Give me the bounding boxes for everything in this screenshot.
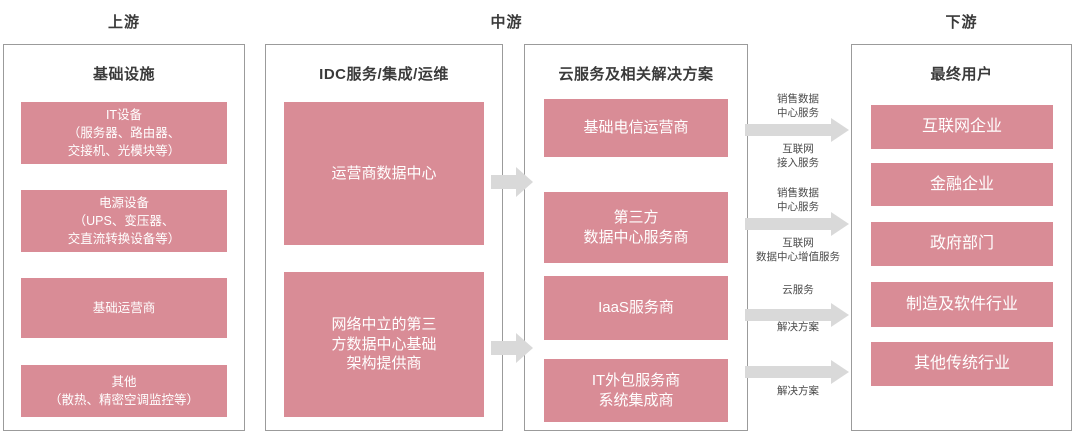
item-operator-datacenter[interactable]: 运营商数据中心 [284, 102, 484, 245]
arrow-label-cloud-service: 云服务 [782, 284, 814, 296]
column-heading-end-users: 最终用户 [930, 66, 993, 83]
column-heading-infrastructure: 基础设施 [92, 66, 155, 83]
flow-arrow-cloud-to-users-2 [745, 212, 849, 236]
item-manufacturing-software-industry[interactable]: 制造及软件行业 [871, 282, 1053, 327]
item-power-equipment[interactable]: 电源设备 （UPS、变压器、 交直流转换设备等） [21, 190, 227, 252]
flow-arrow-idc-to-cloud-2 [491, 333, 533, 363]
arrow-label-idc-value-added-service: 互联网 数据中心增值服务 [756, 237, 840, 264]
arrow-label-sales-dc-service-2: 销售数据 中心服务 [777, 187, 819, 214]
flow-arrow-cloud-to-users-3 [745, 303, 849, 327]
flow-arrow-idc-to-cloud-1 [491, 167, 533, 197]
stage-title-downstream: 下游 [945, 14, 978, 31]
arrow-label-solution-2: 解决方案 [777, 385, 819, 397]
arrow-label-solution-1: 解决方案 [777, 321, 819, 333]
item-internet-enterprise[interactable]: 互联网企业 [871, 105, 1053, 149]
item-basic-telecom-operator[interactable]: 基础电信运营商 [544, 99, 728, 157]
item-financial-enterprise[interactable]: 金融企业 [871, 163, 1053, 206]
item-it-outsourcing-integrator[interactable]: IT外包服务商 系统集成商 [544, 359, 728, 422]
item-basic-operator[interactable]: 基础运营商 [21, 278, 227, 338]
item-other-infrastructure[interactable]: 其他 （散热、精密空调监控等） [21, 365, 227, 417]
item-third-party-dc-provider[interactable]: 第三方 数据中心服务商 [544, 192, 728, 263]
stage-title-midstream: 中游 [490, 14, 523, 31]
column-heading-cloud-service: 云服务及相关解决方案 [558, 66, 714, 83]
item-iaas-provider[interactable]: IaaS服务商 [544, 276, 728, 340]
arrow-label-internet-access-service: 互联网 接入服务 [777, 143, 819, 170]
item-neutral-third-party-dc[interactable]: 网络中立的第三 方数据中心基础 架构提供商 [284, 272, 484, 417]
item-it-equipment[interactable]: IT设备 （服务器、路由器、 交接机、光模块等） [21, 102, 227, 164]
column-heading-idc-service: IDC服务/集成/运维 [319, 66, 449, 83]
item-other-traditional-industry[interactable]: 其他传统行业 [871, 342, 1053, 386]
flow-arrow-cloud-to-users-4 [745, 360, 849, 384]
stage-title-upstream: 上游 [107, 14, 140, 31]
item-government-department[interactable]: 政府部门 [871, 222, 1053, 266]
flow-arrow-cloud-to-users-1 [745, 118, 849, 142]
arrow-label-sales-dc-service-1: 销售数据 中心服务 [777, 93, 819, 120]
